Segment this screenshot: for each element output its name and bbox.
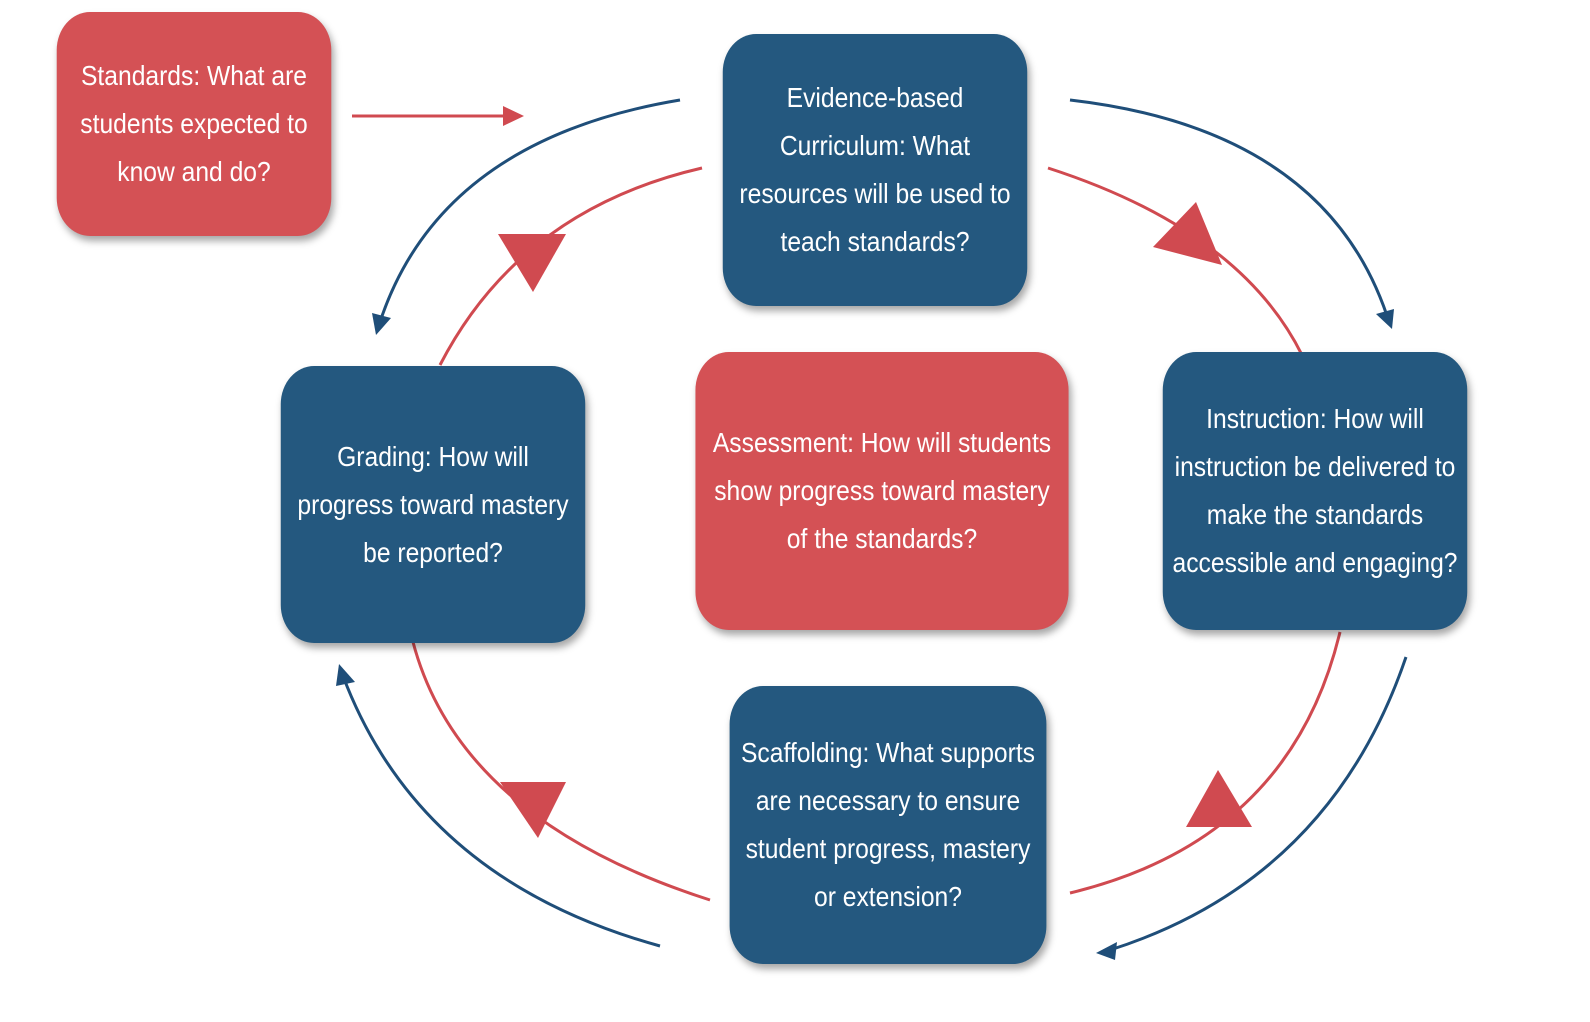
scaffolding-text: Scaffolding: What supports are necessary… [740, 737, 1036, 912]
curriculum-box: Evidence-based Curriculum: What resource… [722, 34, 1028, 306]
blue-arrowhead-bottom-right [1096, 942, 1117, 960]
blue-arrowhead-top-left [372, 313, 391, 335]
red-arrowhead-right-top [1153, 202, 1222, 265]
blue-arc-bottom-right [1109, 656, 1408, 952]
assessment-text: Assessment: How will students show progr… [712, 427, 1052, 554]
instruction-text: Instruction: How will instruction be del… [1172, 403, 1458, 578]
grading-box: Grading: How will progress toward master… [280, 366, 586, 643]
scaffolding-box: Scaffolding: What supports are necessary… [729, 686, 1047, 964]
assessment-box: Assessment: How will students show progr… [695, 352, 1069, 630]
blue-arc-top-left [378, 98, 681, 323]
red-arrowhead-right-bottom [1186, 770, 1252, 827]
red-arc-grading-to-curriculum [438, 166, 703, 366]
curriculum-text: Evidence-based Curriculum: What resource… [739, 82, 1011, 257]
blue-arc-top-right [1069, 98, 1392, 326]
blue-arrowhead-bottom-left [336, 664, 355, 686]
red-arrowhead-left-top [498, 234, 566, 292]
red-arc-curriculum-to-instruction [1047, 166, 1304, 356]
blue-arrowhead-top-right [1376, 309, 1394, 329]
blue-arc-bottom-left [341, 675, 661, 948]
grading-text: Grading: How will progress toward master… [297, 440, 569, 568]
standards-box: Standards: What are students expected to… [56, 12, 332, 236]
red-arc-instruction-to-scaffolding [1069, 631, 1342, 895]
instruction-box: Instruction: How will instruction be del… [1162, 352, 1468, 630]
red-arrowhead-left-bottom [500, 782, 566, 838]
red-arrowhead-standards [503, 106, 524, 126]
red-arc-scaffolding-to-grading [411, 641, 711, 902]
standards-text: Standards: What are students expected to… [80, 60, 308, 187]
